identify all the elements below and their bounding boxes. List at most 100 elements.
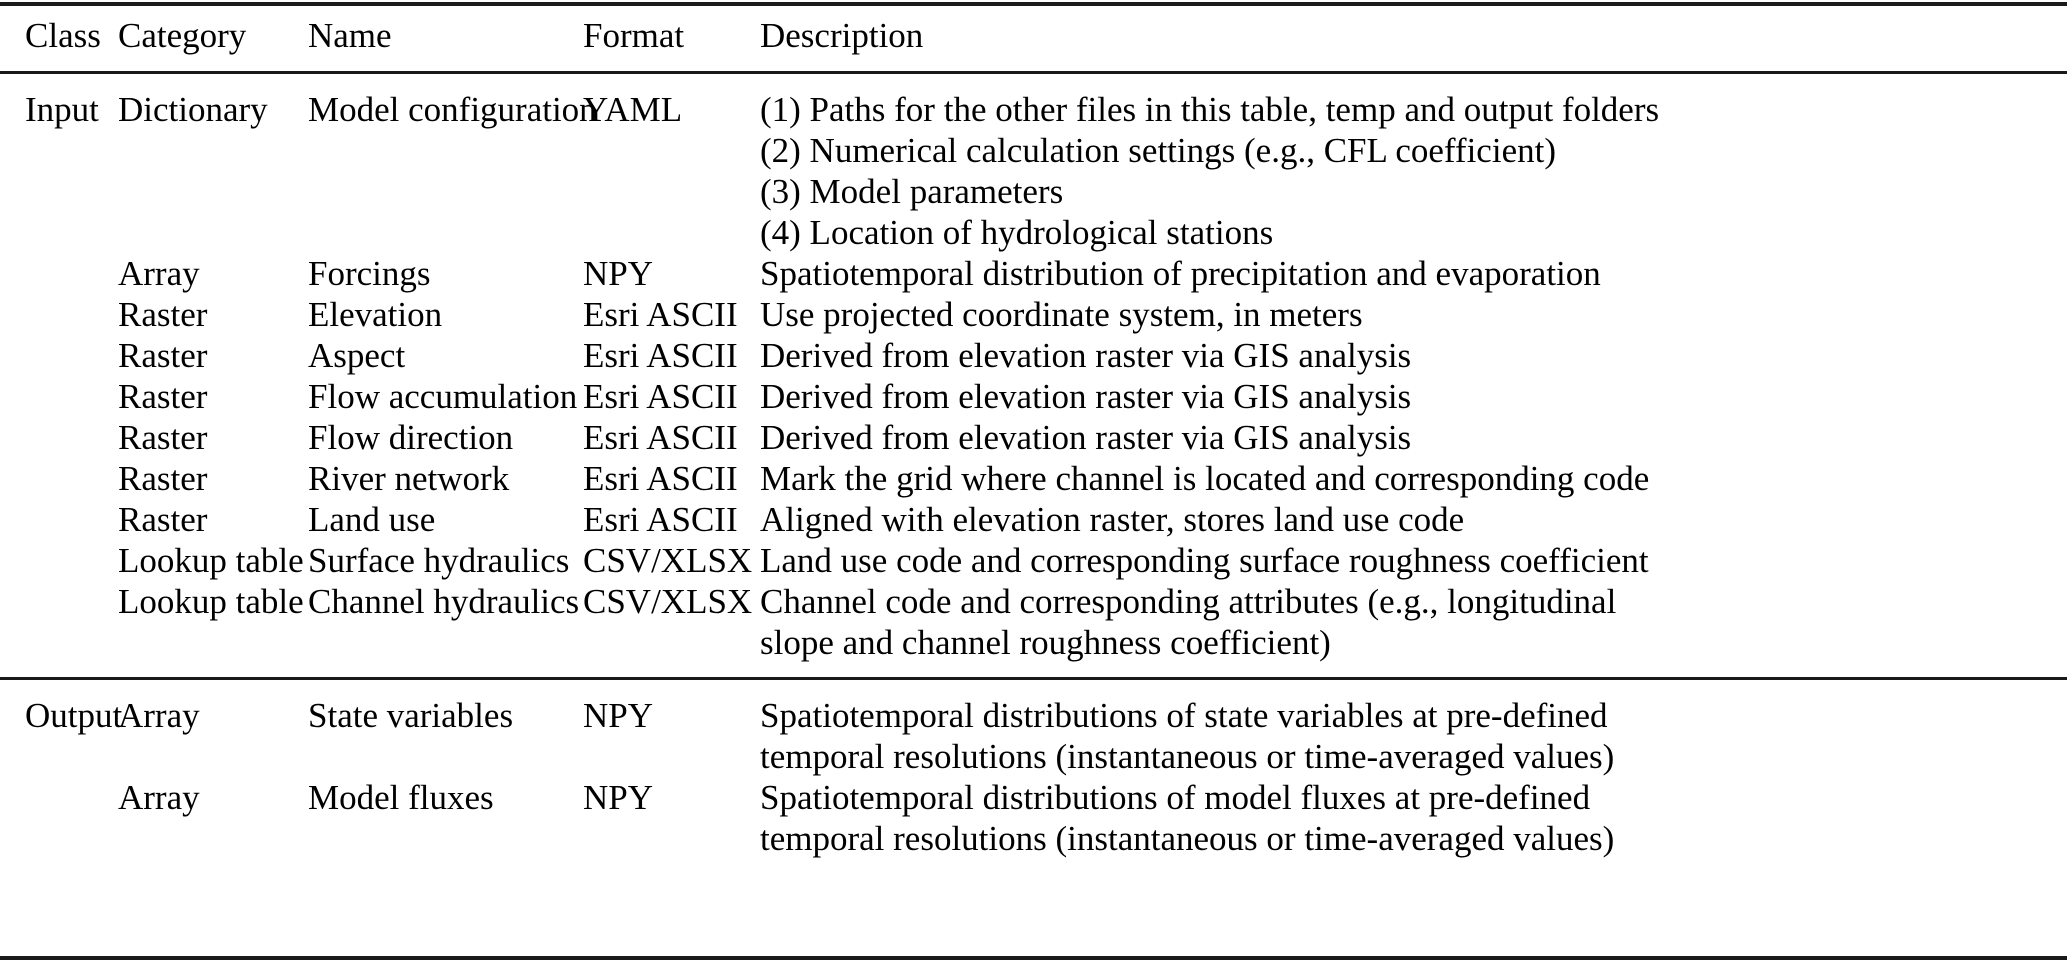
cell-category: Array [118, 254, 200, 293]
cell-class: Input [25, 90, 99, 129]
description-line: Derived from elevation raster via GIS an… [760, 336, 1412, 375]
cell-description: Use projected coordinate system, in mete… [760, 294, 2067, 335]
column-header-category: Category [118, 16, 247, 55]
cell-name: Aspect [308, 336, 406, 375]
description-line: Derived from elevation raster via GIS an… [760, 418, 1412, 457]
cell-category: Dictionary [118, 90, 268, 129]
section-output-tail-spacer [0, 859, 2067, 873]
table-row: Raster Flow direction Esri ASCII Derived fr… [0, 417, 2067, 458]
cell-class [0, 376, 118, 417]
cell-class [0, 499, 118, 540]
cell-description: Derived from elevation raster via GIS an… [760, 417, 2067, 458]
description-line: temporal resolutions (instantaneous or t… [760, 819, 1615, 858]
cell-name: Surface hydraulics [308, 541, 570, 580]
cell-format: Esri ASCII [583, 459, 738, 498]
table-row: Array Forcings NPY Spatiotemporal distribut… [0, 253, 2067, 294]
cell-description: Spatiotemporal distributions of model fl… [760, 777, 2067, 859]
description-line: Spatiotemporal distribution of precipita… [760, 254, 1601, 293]
cell-name: State variables [308, 696, 514, 735]
table-header: Class Category Name Format Description [0, 0, 2067, 73]
cell-description: Derived from elevation raster via GIS an… [760, 335, 2067, 376]
cell-format: NPY [583, 254, 654, 293]
spacer-cell [0, 663, 2067, 679]
cell-class [0, 253, 118, 294]
table-top-rule [0, 2, 2067, 6]
cell-class [0, 335, 118, 376]
cell-description: Derived from elevation raster via GIS an… [760, 376, 2067, 417]
section-output-lead-spacer [0, 679, 2067, 696]
section-input-tail-spacer [0, 663, 2067, 679]
cell-category: Raster [118, 377, 208, 416]
cell-class [0, 777, 118, 859]
cell-category: Raster [118, 459, 208, 498]
table-row: Raster Aspect Esri ASCII Derived from eleva… [0, 335, 2067, 376]
description-line: (1) Paths for the other files in this ta… [760, 90, 1660, 129]
description-line: slope and channel roughness coefficient) [760, 623, 1331, 662]
cell-format: CSV/XLSX [583, 541, 753, 580]
spacer-cell [0, 73, 2067, 90]
cell-format: Esri ASCII [583, 295, 738, 334]
cell-category: Raster [118, 500, 208, 539]
cell-name: Land use [308, 500, 436, 539]
cell-category: Lookup table [118, 582, 304, 621]
table-row: Raster River network Esri ASCII Mark the gr… [0, 458, 2067, 499]
header-row: Class Category Name Format Description [0, 0, 2067, 73]
cell-name: Channel hydraulics [308, 582, 580, 621]
description-line: (3) Model parameters [760, 172, 1064, 211]
description-line: Mark the grid where channel is located a… [760, 459, 1650, 498]
cell-name: River network [308, 459, 510, 498]
description-line: Derived from elevation raster via GIS an… [760, 377, 1412, 416]
column-header-class: Class [25, 16, 101, 55]
description-line: Use projected coordinate system, in mete… [760, 295, 1363, 334]
cell-description: Aligned with elevation raster, stores la… [760, 499, 2067, 540]
description-line: Channel code and corresponding attribute… [760, 582, 1617, 621]
cell-name: Model fluxes [308, 778, 494, 817]
cell-description: Channel code and corresponding attribute… [760, 581, 2067, 663]
cell-class [0, 294, 118, 335]
column-header-format: Format [583, 16, 685, 55]
spacer-cell [0, 859, 2067, 873]
cell-category: Raster [118, 418, 208, 457]
cell-name: Forcings [308, 254, 431, 293]
cell-name: Model configuration [308, 90, 597, 129]
cell-description: (1) Paths for the other files in this ta… [760, 89, 2067, 253]
cell-name: Flow accumulation [308, 377, 578, 416]
description-line: Aligned with elevation raster, stores la… [760, 500, 1465, 539]
column-header-name: Name [308, 16, 392, 55]
cell-format: CSV/XLSX [583, 582, 753, 621]
cell-format: Esri ASCII [583, 336, 738, 375]
cell-name: Flow direction [308, 418, 514, 457]
cell-class [0, 458, 118, 499]
cell-class [0, 417, 118, 458]
table-bottom-rule [0, 956, 2067, 960]
description-line: Spatiotemporal distributions of model fl… [760, 778, 1591, 817]
cell-class [0, 581, 118, 663]
cell-class [0, 540, 118, 581]
cell-format: Esri ASCII [583, 418, 738, 457]
description-line: (4) Location of hydrological stations [760, 213, 1274, 252]
description-line: Spatiotemporal distributions of state va… [760, 696, 1608, 735]
cell-description: Mark the grid where channel is located a… [760, 458, 2067, 499]
cell-category: Raster [118, 295, 208, 334]
cell-format: NPY [583, 696, 654, 735]
cell-format: Esri ASCII [583, 500, 738, 539]
spacer-cell [0, 679, 2067, 696]
cell-description: Spatiotemporal distribution of precipita… [760, 253, 2067, 294]
description-line: (2) Numerical calculation settings (e.g.… [760, 131, 1556, 170]
cell-class: Output [25, 696, 123, 735]
description-line: temporal resolutions (instantaneous or t… [760, 737, 1615, 776]
cell-description: Land use code and corresponding surface … [760, 540, 2067, 581]
cell-category: Array [118, 778, 200, 817]
cell-category: Raster [118, 336, 208, 375]
cell-category: Lookup table [118, 541, 304, 580]
